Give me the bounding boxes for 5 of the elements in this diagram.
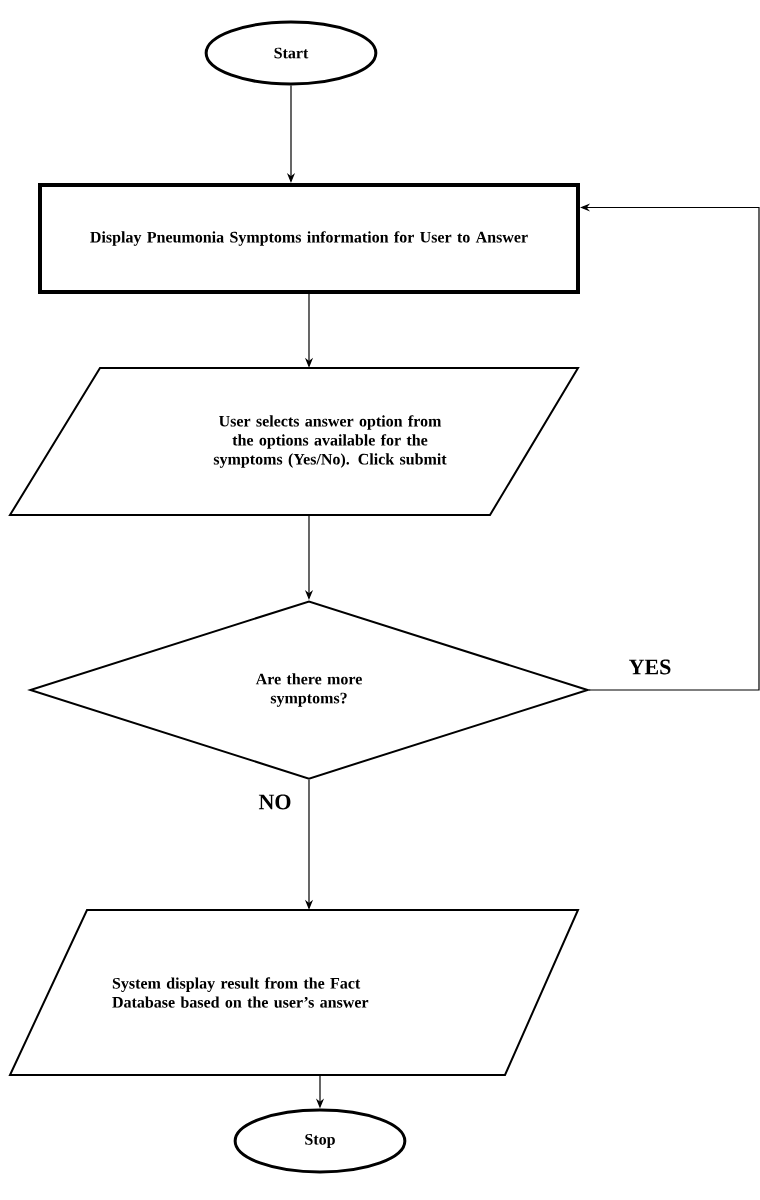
edge-label: YES (627, 658, 673, 676)
edge-label: NO (257, 793, 293, 811)
process-box: Display Pneumonia Symptoms information for User to Answer (38, 183, 580, 294)
start-terminal: Start (204, 20, 378, 86)
stop-terminal: Stop (233, 1108, 407, 1174)
